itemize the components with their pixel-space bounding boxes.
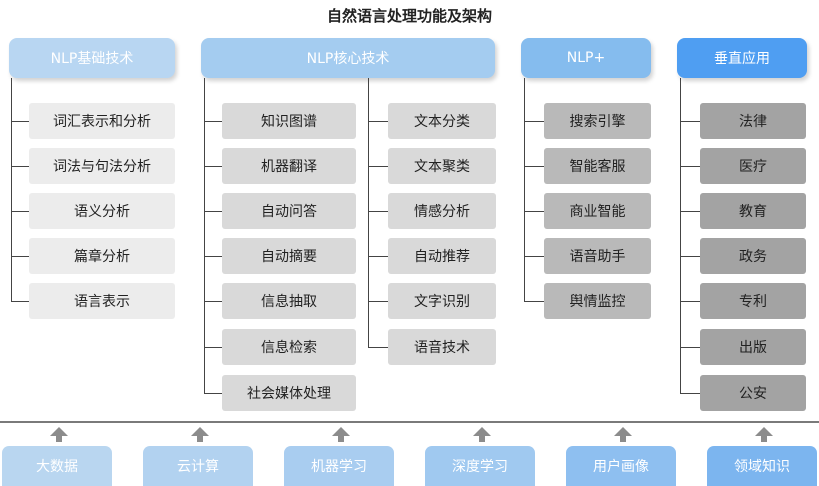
tree-branch xyxy=(11,211,29,212)
tree-branch xyxy=(524,256,544,257)
basic-item: 篇章分析 xyxy=(29,238,175,274)
foundation-divider xyxy=(0,421,819,423)
up-arrow-icon xyxy=(332,427,350,436)
vertical-item: 医疗 xyxy=(700,148,806,184)
up-arrow-stem xyxy=(761,436,767,442)
core-item: 信息抽取 xyxy=(222,283,356,319)
core-item: 文字识别 xyxy=(388,283,496,319)
core-item: 情感分析 xyxy=(388,193,496,229)
plus-item: 语音助手 xyxy=(544,238,651,274)
tree-branch xyxy=(680,301,700,302)
tree-branch xyxy=(204,166,222,167)
tree-branch xyxy=(680,256,700,257)
foundation-deep-learning: 深度学习 xyxy=(425,446,535,486)
up-arrow-stem xyxy=(197,436,203,442)
tree-line-basic xyxy=(11,78,12,301)
tree-branch xyxy=(11,166,29,167)
foundation-big-data: 大数据 xyxy=(2,446,112,486)
basic-item: 语言表示 xyxy=(29,283,175,319)
up-arrow-icon xyxy=(50,427,68,436)
tree-branch xyxy=(204,301,222,302)
vertical-item: 教育 xyxy=(700,193,806,229)
up-arrow-stem xyxy=(338,436,344,442)
vertical-item: 政务 xyxy=(700,238,806,274)
tree-branch xyxy=(204,211,222,212)
basic-item: 词汇表示和分析 xyxy=(29,103,175,139)
vertical-item: 专利 xyxy=(700,283,806,319)
core-item: 语音技术 xyxy=(388,329,496,365)
up-arrow-icon xyxy=(473,427,491,436)
tree-branch xyxy=(368,256,388,257)
core-item: 知识图谱 xyxy=(222,103,356,139)
tree-branch xyxy=(11,121,29,122)
tree-branch xyxy=(368,347,388,348)
foundation-cloud-computing: 云计算 xyxy=(143,446,253,486)
header-nlp-core: NLP核心技术 xyxy=(201,38,495,78)
up-arrow-stem xyxy=(479,436,485,442)
tree-branch xyxy=(368,211,388,212)
tree-line-vertical xyxy=(680,78,681,393)
tree-branch xyxy=(11,301,29,302)
tree-branch xyxy=(524,301,544,302)
header-vertical-apps: 垂直应用 xyxy=(677,38,807,78)
core-item: 文本分类 xyxy=(388,103,496,139)
vertical-item: 出版 xyxy=(700,329,806,365)
foundation-machine-learning: 机器学习 xyxy=(284,446,394,486)
tree-branch xyxy=(11,256,29,257)
tree-branch xyxy=(680,121,700,122)
tree-line-plus xyxy=(524,78,525,301)
header-nlp-basic: NLP基础技术 xyxy=(9,38,175,78)
up-arrow-icon xyxy=(614,427,632,436)
tree-branch xyxy=(368,301,388,302)
tree-branch xyxy=(680,347,700,348)
up-arrow-icon xyxy=(755,427,773,436)
tree-branch xyxy=(368,166,388,167)
up-arrow-icon xyxy=(191,427,209,436)
foundation-user-profile: 用户画像 xyxy=(566,446,676,486)
vertical-item: 法律 xyxy=(700,103,806,139)
core-item: 自动推荐 xyxy=(388,238,496,274)
core-item: 社会媒体处理 xyxy=(222,375,356,411)
vertical-item: 公安 xyxy=(700,375,806,411)
tree-line-core-left xyxy=(204,78,205,393)
tree-branch xyxy=(368,121,388,122)
tree-branch xyxy=(680,166,700,167)
up-arrow-stem xyxy=(56,436,62,442)
plus-item: 搜索引擎 xyxy=(544,103,651,139)
basic-item: 词法与句法分析 xyxy=(29,148,175,184)
tree-branch xyxy=(204,393,222,394)
core-item: 信息检索 xyxy=(222,329,356,365)
core-item: 文本聚类 xyxy=(388,148,496,184)
core-item: 自动问答 xyxy=(222,193,356,229)
plus-item: 舆情监控 xyxy=(544,283,651,319)
basic-item: 语义分析 xyxy=(29,193,175,229)
diagram-title: 自然语言处理功能及架构 xyxy=(326,7,492,25)
tree-branch xyxy=(524,166,544,167)
up-arrow-stem xyxy=(620,436,626,442)
tree-branch xyxy=(524,121,544,122)
tree-branch xyxy=(680,393,700,394)
core-item: 自动摘要 xyxy=(222,238,356,274)
plus-item: 智能客服 xyxy=(544,148,651,184)
foundation-domain-knowledge: 领域知识 xyxy=(707,446,817,486)
tree-branch xyxy=(524,211,544,212)
core-item: 机器翻译 xyxy=(222,148,356,184)
header-nlp-plus: NLP+ xyxy=(521,38,651,78)
tree-branch xyxy=(204,347,222,348)
tree-line-core-right xyxy=(368,78,369,347)
tree-branch xyxy=(204,121,222,122)
plus-item: 商业智能 xyxy=(544,193,651,229)
tree-branch xyxy=(680,211,700,212)
tree-branch xyxy=(204,256,222,257)
